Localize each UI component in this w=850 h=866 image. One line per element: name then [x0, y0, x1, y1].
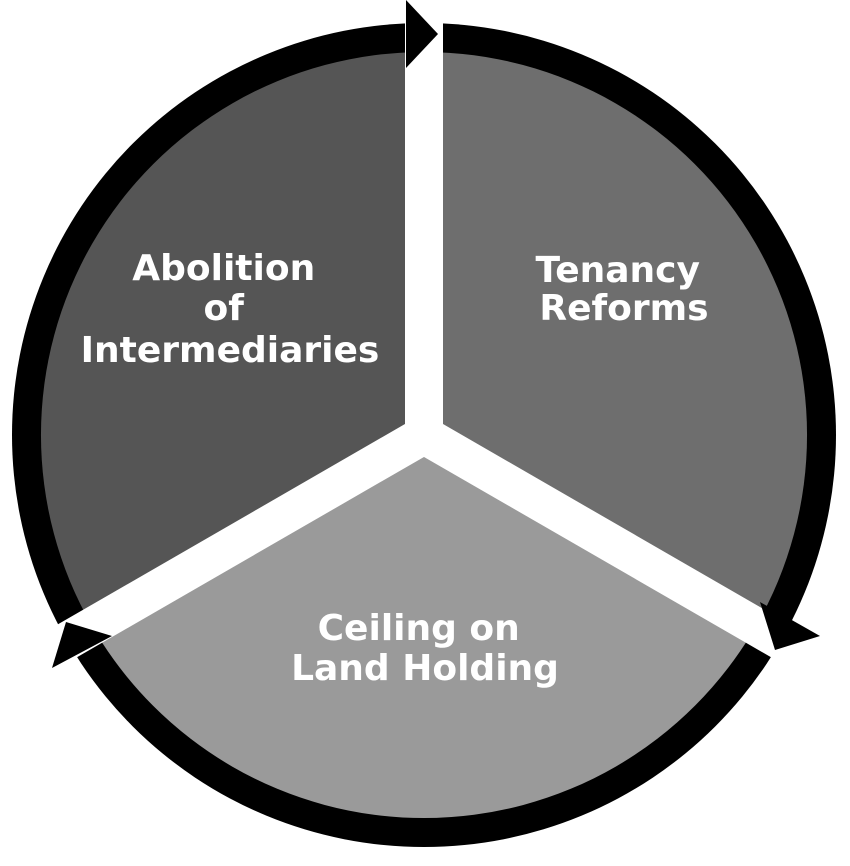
- label-tenancy: Tenancy Reforms: [535, 250, 712, 329]
- segment-separators: [38, 0, 810, 669]
- arrowhead-left-icon: [52, 622, 112, 668]
- label-abolition-line-2: of: [204, 288, 245, 329]
- separator-right: [414, 418, 810, 669]
- label-tenancy-line-2: Reforms: [539, 288, 708, 329]
- label-ceiling-line-2: Land Holding: [291, 648, 559, 689]
- label-ceiling-line-1: Ceiling on: [318, 608, 520, 649]
- label-abolition-line-1: Abolition: [132, 248, 315, 289]
- label-tenancy-line-1: Tenancy: [535, 250, 700, 291]
- label-abolition-line-3: Intermediaries: [81, 330, 380, 371]
- label-ceiling: Ceiling on Land Holding: [291, 608, 559, 689]
- separator-left: [38, 418, 434, 669]
- arrowhead-top-icon: [406, 0, 438, 68]
- label-abolition: Abolition of Intermediaries: [81, 248, 380, 371]
- arrowhead-right-icon: [760, 602, 820, 650]
